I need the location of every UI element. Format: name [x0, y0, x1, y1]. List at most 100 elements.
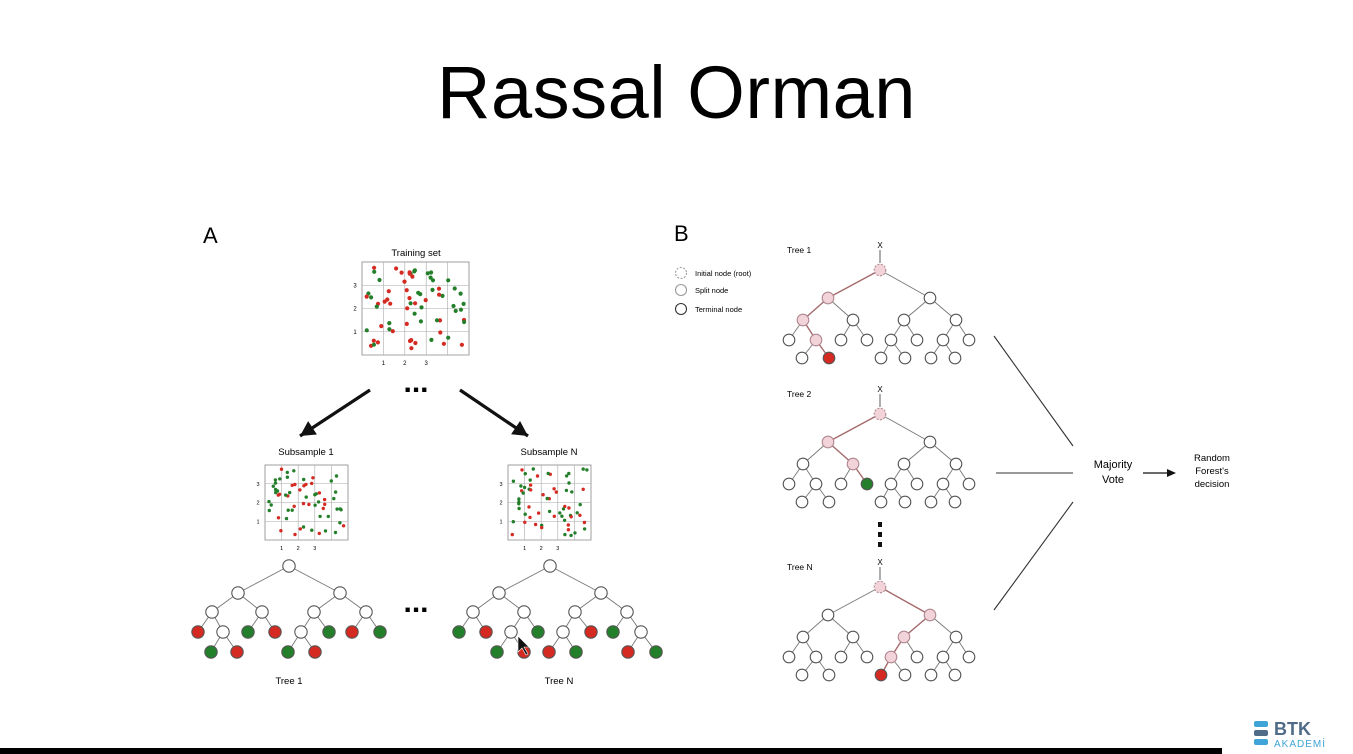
sample-point — [458, 291, 463, 296]
tree-edge — [827, 586, 881, 616]
sample-point — [558, 511, 562, 515]
sample-point — [519, 484, 523, 488]
terminal-node — [204, 645, 218, 659]
tree-node — [809, 650, 823, 664]
arrow-to-subsample-n — [459, 388, 529, 438]
tree-node — [923, 435, 937, 449]
sample-point — [371, 338, 376, 343]
sample-point — [563, 504, 567, 509]
x-input-label: X — [877, 385, 883, 394]
tree-node — [949, 313, 963, 327]
tree-node — [874, 495, 888, 509]
sample-point — [561, 507, 566, 511]
tree-node — [809, 477, 823, 491]
sample-point — [338, 507, 342, 511]
tree-node — [809, 333, 823, 347]
sample-point — [446, 278, 451, 283]
tree-node — [884, 650, 898, 664]
tree-node — [333, 586, 347, 600]
subsample-n-label: Subsample N — [520, 447, 577, 458]
sample-point — [334, 474, 339, 478]
terminal-node — [649, 645, 663, 659]
y-tick-label: 2 — [499, 501, 502, 507]
sample-point — [527, 505, 531, 509]
sample-point — [338, 521, 342, 525]
tree-node — [834, 477, 848, 491]
sample-point — [581, 487, 585, 491]
sample-point — [430, 287, 435, 292]
sample-point — [438, 330, 443, 335]
x-input-label: X — [877, 241, 883, 250]
sample-point — [285, 470, 289, 475]
sample-point — [441, 341, 446, 346]
sample-point — [451, 303, 456, 309]
terminal-node — [322, 625, 336, 639]
terminal-node — [373, 625, 387, 639]
sample-point — [304, 495, 308, 499]
sample-point — [323, 529, 328, 533]
y-tick-label: 3 — [353, 283, 357, 289]
tree-node — [821, 435, 835, 449]
sample-point — [310, 528, 314, 532]
vote-line-tree-n — [993, 501, 1074, 611]
sample-point — [425, 271, 430, 276]
tree-node — [884, 333, 898, 347]
terminal-node — [542, 645, 556, 659]
subsample-1-label: Subsample 1 — [278, 447, 333, 458]
tree-node — [796, 313, 810, 327]
sample-point — [510, 532, 514, 537]
sample-point — [314, 492, 318, 496]
majority-vote-line-2: Vote — [1102, 474, 1124, 486]
sample-point — [552, 514, 556, 518]
sample-point — [430, 278, 436, 283]
tree-node — [949, 457, 963, 471]
decision-line-1: Random — [1194, 453, 1230, 464]
tree-node — [910, 650, 924, 664]
x-tick-label: 3 — [425, 361, 429, 367]
sample-point — [402, 279, 407, 284]
sample-point — [332, 496, 336, 501]
tree-node — [556, 625, 570, 639]
sample-point — [573, 531, 577, 535]
sample-point — [528, 478, 532, 482]
legend-dashed-node-icon — [674, 266, 688, 280]
tree-node — [897, 630, 911, 644]
sample-point — [520, 468, 524, 472]
sample-point — [298, 488, 302, 492]
tree-1-label: Tree 1 — [275, 676, 302, 687]
sample-point — [528, 483, 533, 487]
sample-point — [276, 516, 281, 520]
tree-node — [822, 668, 836, 682]
sample-point — [399, 270, 404, 275]
sample-point — [407, 296, 412, 301]
tree-node — [231, 586, 245, 600]
tree-node — [884, 477, 898, 491]
sample-point — [547, 509, 552, 514]
terminal-node — [308, 645, 322, 659]
sample-point — [562, 518, 567, 522]
panel-a-tree-1 — [191, 559, 387, 659]
sample-point — [581, 467, 585, 471]
vertical-ellipsis-dot — [878, 542, 882, 547]
terminal-node — [268, 625, 282, 639]
sample-point — [390, 329, 395, 334]
tree-edge — [827, 269, 881, 299]
sample-point — [326, 514, 330, 519]
tree-node — [860, 650, 874, 664]
training-set-label: Training set — [391, 248, 441, 259]
sample-point — [269, 503, 273, 507]
sample-point — [585, 468, 589, 472]
sample-point — [322, 497, 327, 502]
tree-node — [821, 608, 835, 622]
sample-point — [436, 286, 442, 291]
tree-node — [936, 333, 950, 347]
tree-node — [307, 605, 321, 619]
sample-point — [298, 527, 302, 531]
sample-point — [267, 508, 271, 513]
tree-node — [924, 495, 938, 509]
sample-point — [407, 338, 413, 344]
decision-line-3: decision — [1195, 479, 1230, 490]
sample-point — [418, 319, 423, 324]
